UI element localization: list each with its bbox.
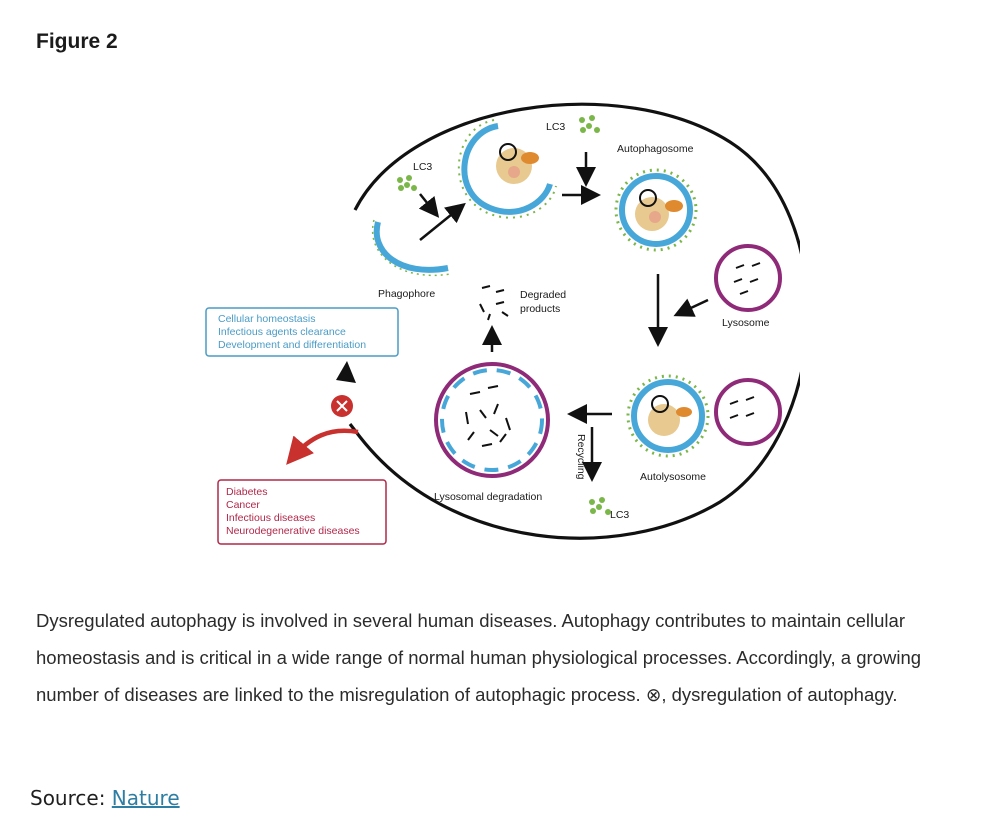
autolysosome-icon — [626, 374, 782, 458]
lc3-left-icon — [397, 175, 417, 191]
phagophore-icon — [371, 219, 451, 277]
homeostasis-item-1: Cellular homeostasis — [218, 313, 315, 325]
forming-autophagosome-icon — [457, 119, 557, 219]
source-prefix: Source: — [30, 786, 106, 810]
homeostasis-box — [205, 307, 399, 357]
disease-box — [217, 479, 387, 545]
lysosome-icon — [714, 244, 782, 312]
phagophore-label: Phagophore — [378, 288, 435, 300]
lysosome-label: Lysosome — [722, 317, 770, 329]
autolysosome-label: Autolysosome — [640, 471, 706, 483]
lysosomal-degradation-icon — [434, 362, 550, 478]
lc3-top-label: LC3 — [546, 121, 565, 133]
disease-item-3: Infectious diseases — [226, 512, 315, 524]
autophagosome-label: Autophagosome — [617, 143, 694, 155]
lc3-left-label: LC3 — [413, 161, 432, 173]
source-link-nature[interactable]: Nature — [111, 786, 180, 810]
degraded-label-1: Degraded — [520, 289, 566, 301]
lc3-top-icon — [579, 115, 600, 133]
source-line: Source: Nature — [30, 786, 180, 810]
lysosomal-degradation-label: Lysosomal degradation — [434, 491, 542, 503]
disease-item-4: Neurodegenerative diseases — [226, 525, 360, 537]
cell-membrane — [348, 102, 800, 540]
autophagosome-icon — [614, 168, 698, 252]
autophagy-diagram: Phagophore LC3 LC3 Autophagosome Lysosom… — [200, 82, 800, 552]
disease-item-1: Diabetes — [226, 486, 267, 498]
homeostasis-item-3: Development and differentiation — [218, 339, 366, 351]
lc3-bottom-icon — [589, 497, 611, 515]
figure-title: Figure 2 — [36, 30, 118, 53]
degraded-label-2: products — [520, 303, 560, 315]
cell-arrow-head — [336, 361, 356, 383]
homeostasis-item-2: Infectious agents clearance — [218, 326, 346, 338]
lc3-bottom-label: LC3 — [610, 509, 629, 521]
recycling-label: Recycling — [575, 434, 587, 480]
disease-item-2: Cancer — [226, 499, 260, 511]
degraded-products-icon — [479, 285, 509, 321]
figure-caption: Dysregulated autophagy is involved in se… — [36, 610, 922, 705]
